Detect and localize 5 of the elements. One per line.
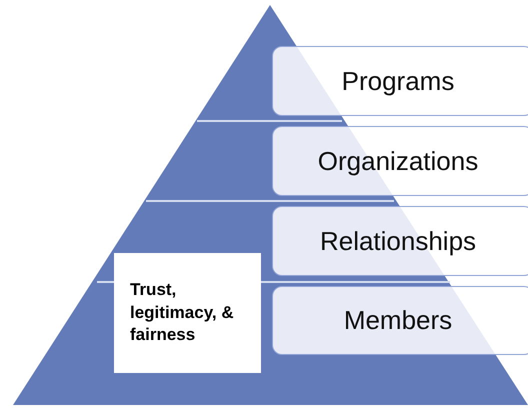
level-box: Relationships	[272, 206, 528, 276]
text-box: Trust, legitimacy, & fairness	[114, 253, 261, 373]
level-box: Members	[272, 286, 528, 355]
level-box: Organizations	[272, 126, 528, 196]
level-box: Programs	[272, 46, 528, 116]
